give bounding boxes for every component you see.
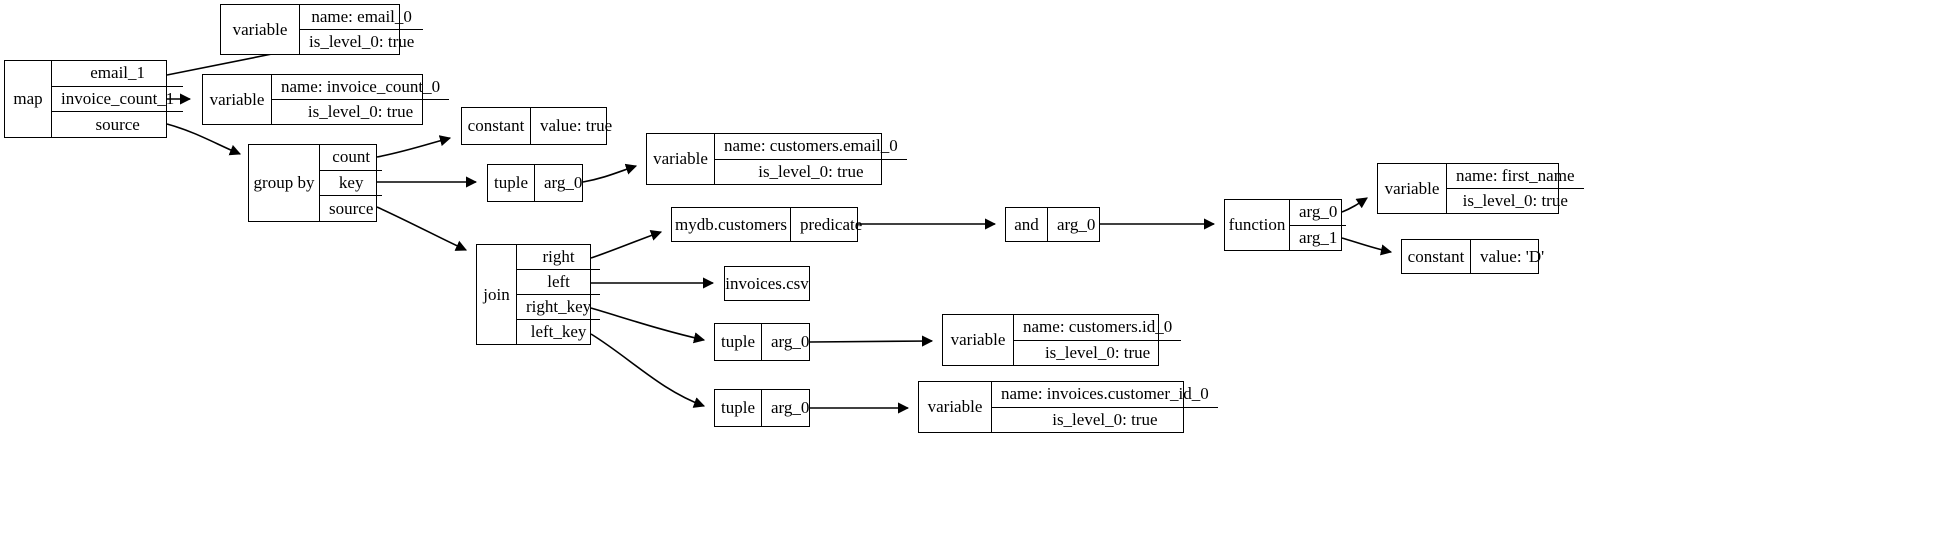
node-var_invoice_count_0[interactable]: variable name: invoice_count_0 is_level_0:… <box>202 74 450 125</box>
node-label-map: map <box>13 89 43 108</box>
field-function_node-1[interactable]: arg_1 <box>1290 224 1347 251</box>
field-mydb_customers-0[interactable]: predicate <box>800 214 863 234</box>
field-var_invoice_count_0-1[interactable]: is_level_0: true <box>272 99 450 124</box>
node-fields-var_first_name: name: first_name is_level_0: true <box>1446 164 1584 213</box>
node-constant_d[interactable]: constant value: 'D' <box>1401 239 1544 274</box>
node-fields-mydb_customers: predicate <box>790 208 871 241</box>
edge-3 <box>376 135 452 158</box>
field-var_invoices_customer_id_0-1[interactable]: is_level_0: true <box>992 406 1218 433</box>
node-label-var_first_name: variable <box>1384 178 1440 198</box>
field-tuple_left_key-0[interactable]: arg_0 <box>771 398 810 417</box>
node-label-invoices_csv: invoices.csv <box>725 273 809 293</box>
node-label-var_invoice_count_0: variable <box>209 89 265 109</box>
node-label-and_node: and <box>1014 214 1039 234</box>
node-label-function_node: function <box>1228 215 1286 234</box>
node-fields-var_email_0: name: email_0 is_level_0: true <box>299 5 424 54</box>
field-join-0[interactable]: right <box>542 247 575 266</box>
field-var_customers_id_0-0[interactable]: name: customers.id_0 <box>1023 317 1173 337</box>
node-label-var_invoices_customer_id_0: variable <box>927 397 983 416</box>
node-mydb_customers[interactable]: mydb.customers predicate <box>671 207 862 242</box>
field-map-2[interactable]: source <box>52 111 184 137</box>
node-fields-tuple_right_key: arg_0 <box>761 324 818 360</box>
field-var_customers_email_0-1[interactable]: is_level_0: true <box>715 158 907 185</box>
node-label-tuple_right_key: tuple <box>721 332 755 351</box>
field-group_by-0[interactable]: count <box>332 147 371 167</box>
edge-15 <box>809 335 934 347</box>
node-fields-constant_true: value: true <box>530 108 621 144</box>
node-fields-constant_d: value: 'D' <box>1470 240 1553 273</box>
node-tuple_key[interactable]: tuple arg_0 <box>487 164 583 202</box>
node-fields-and_node: arg_0 <box>1047 208 1104 241</box>
node-label-tuple_left_key: tuple <box>721 398 755 417</box>
node-label-mydb_customers: mydb.customers <box>675 214 787 234</box>
node-fields-var_invoice_count_0: name: invoice_count_0 is_level_0: true <box>271 75 450 124</box>
field-var_first_name-0[interactable]: name: first_name <box>1456 166 1575 185</box>
field-join-1[interactable]: left <box>517 269 601 294</box>
field-var_customers_email_0-0[interactable]: name: customers.email_0 <box>724 136 898 156</box>
field-constant_true-0[interactable]: value: true <box>540 116 613 135</box>
field-var_invoices_customer_id_0-0[interactable]: name: invoices.customer_id_0 <box>1001 384 1209 404</box>
edge-9 <box>590 307 706 344</box>
field-var_email_0-0[interactable]: name: email_0 <box>311 7 412 26</box>
node-tuple_right_key[interactable]: tuple arg_0 <box>714 323 810 361</box>
edge-5 <box>376 206 468 251</box>
field-group_by-2[interactable]: source <box>320 195 383 221</box>
node-and_node[interactable]: and arg_0 <box>1005 207 1100 242</box>
field-var_first_name-1[interactable]: is_level_0: true <box>1447 188 1584 213</box>
node-invoices_csv[interactable]: invoices.csv <box>724 266 810 301</box>
node-label-tuple_key: tuple <box>494 173 528 192</box>
field-function_node-0[interactable]: arg_0 <box>1299 202 1338 222</box>
field-join-3[interactable]: left_key <box>517 319 601 344</box>
field-var_customers_id_0-1[interactable]: is_level_0: true <box>1014 339 1182 366</box>
edge-7 <box>590 230 663 259</box>
field-tuple_right_key-0[interactable]: arg_0 <box>771 332 810 351</box>
node-tuple_left_key[interactable]: tuple arg_0 <box>714 389 810 427</box>
field-map-1[interactable]: invoice_count_1 <box>52 85 184 112</box>
field-and_node-0[interactable]: arg_0 <box>1057 214 1096 234</box>
node-label-constant_d: constant <box>1407 246 1465 266</box>
node-var_email_0[interactable]: variable name: email_0 is_level_0: true <box>220 4 424 55</box>
field-map-0[interactable]: email_1 <box>90 63 146 83</box>
node-label-group_by: group by <box>253 173 315 192</box>
node-constant_true[interactable]: constant value: true <box>461 107 612 145</box>
node-label-join: join <box>483 284 510 304</box>
field-var_invoice_count_0-0[interactable]: name: invoice_count_0 <box>281 77 441 96</box>
node-label-var_email_0: variable <box>232 19 288 39</box>
node-fields-tuple_key: arg_0 <box>534 165 591 201</box>
field-tuple_key-0[interactable]: arg_0 <box>544 173 583 192</box>
field-var_email_0-1[interactable]: is_level_0: true <box>300 29 424 54</box>
node-label-var_customers_id_0: variable <box>950 330 1006 349</box>
node-fields-tuple_left_key: arg_0 <box>761 390 818 426</box>
node-var_first_name[interactable]: variable name: first_name is_level_0: true <box>1377 163 1584 214</box>
field-group_by-1[interactable]: key <box>320 169 383 196</box>
field-join-2[interactable]: right_key <box>517 294 601 319</box>
edge-10 <box>590 333 706 408</box>
edge-14 <box>1341 237 1393 256</box>
node-label-constant_true: constant <box>467 116 525 135</box>
field-constant_d-0[interactable]: value: 'D' <box>1480 246 1545 266</box>
node-label-var_customers_email_0: variable <box>653 149 708 168</box>
